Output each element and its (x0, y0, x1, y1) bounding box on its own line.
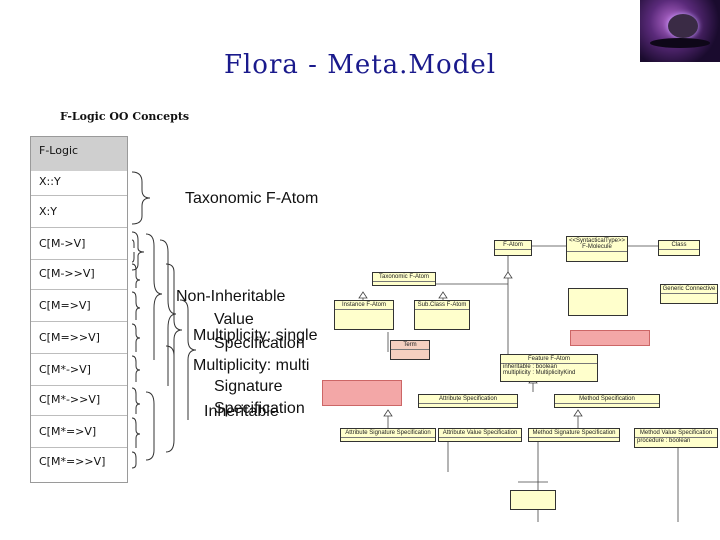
uml-class-method-sig-spec: Method Signature Specification (528, 428, 620, 442)
uml-class-f-molecule: <<SyntacticalType>> F-Molecule (566, 236, 628, 262)
uml-constraint-note (568, 288, 628, 316)
concept-table: F-Logic X::Y X:Y C[M->V] C[M->>V] C[M=>V… (30, 136, 128, 483)
uml-constraint-multiplicity (570, 330, 650, 346)
label-multiplicity-multi: Multiplicity: multi (193, 357, 310, 374)
table-row: C[M*=>V] (39, 425, 97, 438)
uml-class-taxonomic-f-atom: Taxonomic F-Atom (372, 272, 436, 286)
slide-title: Flora - Meta.Model (223, 50, 497, 80)
table-header: F-Logic (31, 137, 127, 171)
uml-diagram: F-Atom <<SyntacticalType>> F-Molecule Cl… (318, 232, 720, 540)
uml-class-method-val-spec: Method Value Specification procedure : b… (634, 428, 718, 448)
table-row: C[M=>>V] (39, 331, 100, 344)
uml-class-sub-class-f-atom: Sub.Class F-Atom (414, 300, 470, 330)
label-inheritable: Inheritable (204, 403, 279, 420)
label-specification-2: Specification (214, 400, 305, 417)
table-row: X::Y (39, 175, 61, 188)
uml-class-generic-connective: Generic Connective (660, 284, 718, 304)
uml-class-attribute-specification: Attribute Specification (418, 394, 518, 408)
table-row: C[M->V] (39, 237, 86, 250)
uml-class-term: Term (390, 340, 430, 360)
label-signature: Signature (214, 378, 283, 395)
uml-class-small (510, 490, 556, 510)
uml-constraint-value-spec (322, 380, 402, 406)
uml-class-attr-sig-spec: Attribute Signature Specification (340, 428, 436, 442)
section-subtitle: F-Logic OO Concepts (60, 110, 190, 123)
label-non-inheritable: Non-Inheritable (176, 288, 286, 305)
method-attr-procedure: procedure : boolean (637, 438, 691, 444)
uml-class-class: Class (658, 240, 700, 256)
uml-class-f-atom: F-Atom (494, 240, 532, 256)
uml-class-attr-val-spec: Attribute Value Specification (438, 428, 522, 442)
bracket-lines (131, 171, 197, 469)
logo-image (640, 0, 720, 62)
table-row: C[M*->>V] (39, 393, 101, 406)
table-row: C[M*->V] (39, 363, 91, 376)
uml-class-instance-f-atom: Instance F-Atom (334, 300, 394, 330)
feature-attr-inheritable: inheritable : boolean (503, 364, 558, 370)
label-multiplicity-single: Multiplicity: single (193, 327, 318, 344)
feature-attr-multiplicity: multiplicity : MultiplicityKind (503, 370, 576, 376)
table-row: X:Y (39, 205, 57, 218)
label-value: Value (214, 311, 254, 328)
uml-class-feature-f-atom: Feature F-Atom inheritable : boolean mul… (500, 354, 598, 382)
label-taxonomic-f-atom: Taxonomic F-Atom (185, 190, 319, 207)
uml-class-method-specification: Method Specification (554, 394, 660, 408)
table-row: C[M->>V] (39, 267, 95, 280)
table-row: C[M*=>>V] (39, 455, 106, 468)
label-specification: Specification (214, 335, 305, 352)
table-row: C[M=>V] (39, 299, 91, 312)
